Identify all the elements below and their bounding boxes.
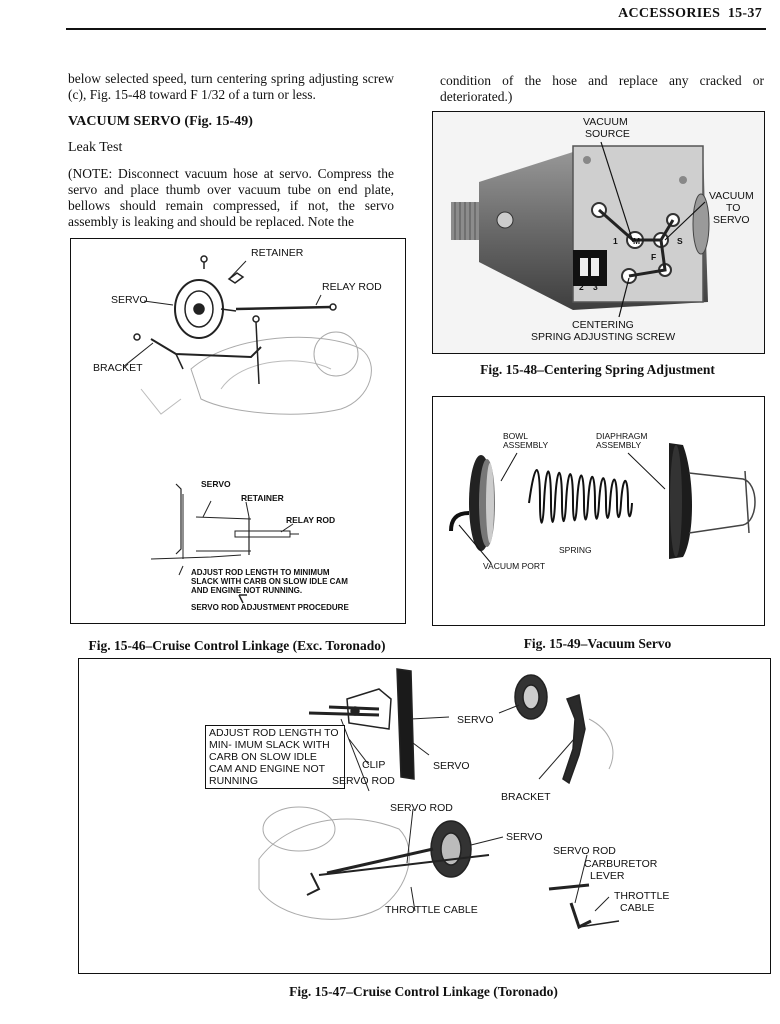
inset-note-line3: AND ENGINE NOT RUNNING.: [191, 586, 303, 595]
inset-note-line1: ADJUST ROD LENGTH TO MINIMUM: [191, 568, 330, 577]
page-number: 15-37: [727, 6, 762, 21]
spring-label: SPRING: [559, 545, 592, 555]
servo-rod-right-label: SERVO ROD: [553, 845, 616, 857]
throttle-cable-right-label-1: THROTTLE: [614, 890, 670, 902]
diaphragm-label-1: DIAPHRAGM: [596, 431, 648, 441]
servo-rod-left-label: SERVO ROD: [332, 775, 395, 787]
servo-label: SERVO: [111, 294, 148, 306]
figure-15-49: BOWL ASSEMBLY DIAPHRAGM ASSEMBLY SPRING …: [432, 396, 765, 626]
intro-paragraph: below selected speed, turn centering spr…: [68, 71, 394, 102]
fig-15-48-caption: Fig. 15-48–Centering Spring Adjustment: [480, 362, 715, 377]
figure-15-46: RETAINER RELAY ROD SERVO BRACKET SERVO R…: [70, 238, 406, 624]
vacuum-to-servo-label-1: VACUUM: [709, 190, 754, 202]
inset-retainer-label: RETAINER: [241, 493, 284, 503]
inset-relay-rod-label: RELAY ROD: [286, 515, 336, 525]
centering-label-1: CENTERING: [572, 319, 634, 331]
servo-rod-center-label: SERVO ROD: [390, 802, 453, 814]
figure-15-48: VACUUM SOURCE VACUUM TO SERVO M S F 1 2 …: [432, 111, 765, 354]
servo-top-label: SERVO: [457, 714, 494, 726]
bracket-label: BRACKET: [93, 362, 143, 374]
figure-15-47: ADJUST ROD LENGTH TO MIN- IMUM SLACK WIT…: [78, 658, 771, 974]
header-rule: [66, 28, 766, 30]
toronado-linkage-illustration: [258, 668, 620, 930]
throttle-cable-left-label: THROTTLE CABLE: [385, 904, 478, 916]
num-3-marking: 3: [593, 282, 598, 292]
throttle-cable-right-label-2: CABLE: [620, 902, 655, 914]
relay-rod-label: RELAY ROD: [322, 281, 382, 293]
carburetor-lever-label-2: LEVER: [590, 870, 625, 882]
servo-center-label: SERVO: [506, 831, 543, 843]
s-marking: S: [677, 236, 683, 246]
section-heading: VACUUM SERVO (Fig. 15-49): [68, 114, 253, 129]
centering-label-2: SPRING ADJUSTING SCREW: [531, 331, 676, 343]
vacuum-to-servo-label-3: SERVO: [713, 214, 750, 226]
vacuum-source-label-2: SOURCE: [585, 128, 630, 140]
clip-label: CLIP: [362, 759, 386, 771]
bracket-label-47: BRACKET: [501, 791, 551, 803]
continuation-paragraph: condition of the hose and replace any cr…: [440, 73, 764, 104]
num-1-marking: 1: [613, 236, 618, 246]
vacuum-port-label: VACUUM PORT: [483, 561, 546, 571]
diaphragm-label-2: ASSEMBLY: [596, 440, 642, 450]
inset-title: SERVO ROD ADJUSTMENT PROCEDURE: [191, 603, 349, 612]
num-2-marking: 2: [579, 282, 584, 292]
adjust-rod-note: ADJUST ROD LENGTH TO MIN- IMUM SLACK WIT…: [205, 725, 345, 789]
section-title: ACCESSORIES: [618, 6, 721, 21]
fig-15-47-caption: Fig. 15-47–Cruise Control Linkage (Toron…: [289, 984, 558, 999]
vacuum-to-servo-label-2: TO: [726, 202, 741, 214]
inset-note-line2: SLACK WITH CARB ON SLOW IDLE CAM: [191, 577, 348, 586]
inset-servo-label: SERVO: [201, 479, 231, 489]
page-header: ACCESSORIES 15-37: [618, 6, 762, 22]
servo-mid-label: SERVO: [433, 760, 470, 772]
centering-spring-photo: [433, 112, 764, 353]
retainer-label: RETAINER: [251, 247, 304, 259]
f-marking: F: [651, 252, 657, 262]
linkage-illustration: [122, 255, 372, 604]
fig-15-49-caption: Fig. 15-49–Vacuum Servo: [523, 636, 672, 651]
vacuum-servo-exploded: [449, 443, 756, 564]
vacuum-source-label-1: VACUUM: [583, 116, 628, 128]
bowl-label-2: ASSEMBLY: [503, 440, 549, 450]
note-paragraph: (NOTE: Disconnect vacuum hose at servo. …: [68, 166, 394, 229]
bowl-label-1: BOWL: [503, 431, 529, 441]
carburetor-lever-label-1: CARBURETOR: [584, 858, 658, 870]
m-marking: M: [633, 236, 641, 246]
fig-15-46-caption: Fig. 15-46–Cruise Control Linkage (Exc. …: [88, 638, 386, 653]
subheading: Leak Test: [68, 140, 123, 155]
